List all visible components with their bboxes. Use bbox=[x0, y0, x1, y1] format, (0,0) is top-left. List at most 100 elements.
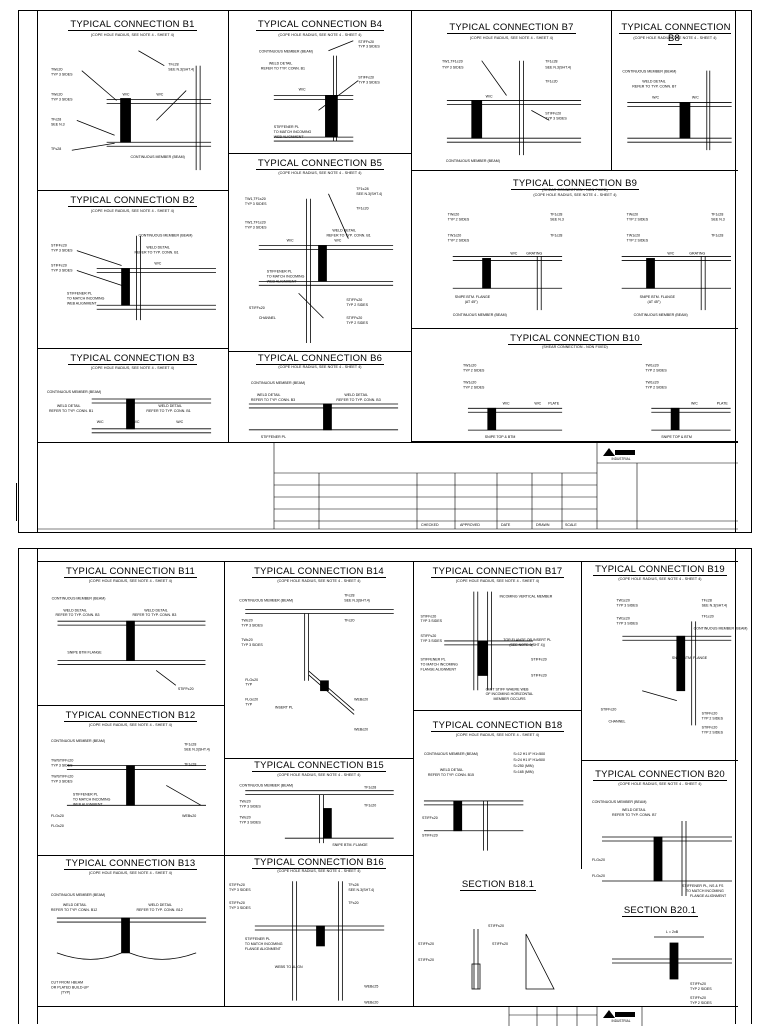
panel-title: TYPICAL CONNECTION B11 bbox=[64, 566, 197, 578]
svg-text:W/C: W/C bbox=[299, 87, 306, 91]
svg-text:S=250 (MIN): S=250 (MIN) bbox=[513, 764, 533, 768]
svg-text:WELD DETAIL: WELD DETAIL bbox=[146, 246, 170, 250]
panel-b11: TYPICAL CONNECTION B11 (COPE HOLE RADIUS… bbox=[37, 561, 225, 706]
svg-text:W/C: W/C bbox=[510, 251, 517, 255]
title-block-approved: APPROVED bbox=[460, 523, 480, 527]
svg-text:TYP 2 SIDES: TYP 2 SIDES bbox=[702, 716, 724, 720]
svg-text:TF1≤28: TF1≤28 bbox=[184, 763, 196, 767]
panel-title: TYPICAL CONNECTION B19 bbox=[593, 564, 727, 576]
panel-title: TYPICAL CONNECTION B4 bbox=[255, 19, 385, 31]
svg-text:WEB ALIGNMENT: WEB ALIGNMENT bbox=[267, 279, 298, 283]
b1-tf-label: TF≤28 bbox=[168, 63, 178, 67]
svg-text:CONTINUOUS MEMBER (BEAM): CONTINUOUS MEMBER (BEAM) bbox=[592, 800, 647, 804]
b4-detail-drawing: CONTINUOUS MEMBER (BEAM) WELD DETAIL REF… bbox=[259, 40, 380, 142]
panel-subtitle: (COPE HOLE RADIUS, SEE NOTE 4 - SHEET 4) bbox=[88, 723, 173, 727]
svg-text:CONTINUOUS MEMBER (BEAM): CONTINUOUS MEMBER (BEAM) bbox=[424, 752, 478, 756]
svg-text:TF≤28: TF≤28 bbox=[348, 883, 358, 887]
svg-text:TYP 3 SIDES: TYP 3 SIDES bbox=[545, 116, 567, 120]
svg-text:W/C: W/C bbox=[652, 95, 659, 99]
svg-text:WELD DETAIL: WELD DETAIL bbox=[63, 903, 87, 907]
svg-text:TF≤28: TF≤28 bbox=[51, 117, 61, 121]
panel-subtitle: (COPE HOLE RADIUS, SEE NOTE 4 - SHEET 4) bbox=[278, 33, 362, 37]
svg-text:TW1≤20: TW1≤20 bbox=[463, 364, 476, 368]
panel-subtitle: (SHEAR CONNECTION - NON FIXED) bbox=[542, 188, 608, 192]
svg-text:TW1≤20: TW1≤20 bbox=[463, 381, 476, 385]
svg-text:CONTINUOUS MEMBER (BEAM): CONTINUOUS MEMBER (BEAM) bbox=[622, 70, 676, 74]
logo-icon bbox=[603, 448, 635, 456]
panel-title: SECTION B18.1 bbox=[459, 879, 537, 891]
svg-text:STIFF≤20: STIFF≤20 bbox=[51, 264, 67, 268]
svg-text:FLG≤20: FLG≤20 bbox=[245, 678, 258, 682]
svg-text:TO MATCH INCOMING: TO MATCH INCOMING bbox=[274, 130, 312, 134]
title-block-date: DATE bbox=[501, 523, 511, 527]
svg-text:WEB≤20: WEB≤20 bbox=[354, 727, 368, 731]
svg-text:TYP 3 SIDES: TYP 3 SIDES bbox=[616, 604, 638, 608]
svg-text:TW≤20: TW≤20 bbox=[241, 638, 252, 642]
svg-text:TO MATCH INCOMING: TO MATCH INCOMING bbox=[267, 274, 305, 278]
title-block-grid bbox=[37, 443, 738, 530]
svg-text:WEB≤25: WEB≤25 bbox=[364, 985, 378, 989]
svg-text:REFER TO TYP. CONN. B3: REFER TO TYP. CONN. B3 bbox=[251, 398, 295, 402]
svg-text:STIFFENER PL: STIFFENER PL bbox=[274, 125, 299, 129]
b1-continuous-label: CONTINUOUS MEMBER (BEAM) bbox=[131, 155, 185, 159]
panel-b3: TYPICAL CONNECTION B3 (COPE HOLE RADIUS,… bbox=[37, 349, 229, 442]
panel-subtitle: (COPE HOLE RADIUS, SEE NOTE 4 - SHEET 4) bbox=[90, 209, 175, 213]
panel-title: TYPICAL CONNECTION B8 bbox=[619, 22, 731, 45]
section-b18-1-drawing: STIFF≤20 STIFF≤20 STIFF≤20 STIFF≤20 bbox=[418, 924, 555, 990]
svg-text:FLANGE ALIGNMENT: FLANGE ALIGNMENT bbox=[245, 947, 282, 951]
b1-tw-label: TW≤20 bbox=[51, 68, 63, 72]
panel-b1: TYPICAL CONNECTION B1 (COPE HOLE RADIUS,… bbox=[37, 11, 229, 191]
svg-text:STIFFENER PL: STIFFENER PL bbox=[267, 269, 292, 273]
panel-section-b18-1: SECTION B18.1 STIFF≤20 STIFF≤20 STIFF≤20… bbox=[414, 869, 582, 1006]
svg-text:TW≤20: TW≤20 bbox=[241, 618, 252, 622]
svg-text:WEB ALIGNMENT: WEB ALIGNMENT bbox=[274, 135, 305, 139]
svg-text:WEB≤20: WEB≤20 bbox=[364, 1001, 378, 1005]
svg-text:TYP 2 SIDES: TYP 2 SIDES bbox=[690, 1001, 712, 1005]
svg-text:TW1,TF1≤20: TW1,TF1≤20 bbox=[245, 221, 266, 225]
panel-title: TYPICAL CONNECTION B1 bbox=[68, 19, 197, 31]
panel-subtitle: (COPE HOLE RADIUS, SEE NOTE 4 - SHEET 4) bbox=[88, 579, 173, 583]
panel-title: TYPICAL CONNECTION B15 bbox=[252, 760, 386, 772]
svg-text:PLATE: PLATE bbox=[717, 401, 729, 405]
panel-section-b20-1: SECTION B20.1 L = 2xB STIFF≤20 TYP 2 SID… bbox=[582, 901, 738, 1006]
svg-text:TF≤28: TF≤28 bbox=[344, 594, 354, 598]
svg-text:TYP 3 SIDES: TYP 3 SIDES bbox=[245, 226, 267, 230]
svg-text:REFER TO TYP. CONN. B1: REFER TO TYP. CONN. B1 bbox=[261, 67, 305, 71]
title-block-scale: SCALE bbox=[565, 523, 577, 527]
svg-text:STIFF≤20: STIFF≤20 bbox=[418, 942, 434, 946]
svg-text:REFER TO TYP. CONN. B12: REFER TO TYP. CONN. B12 bbox=[136, 908, 182, 912]
svg-text:CONTINUOUS MEMBER (BEAM): CONTINUOUS MEMBER (BEAM) bbox=[138, 234, 192, 238]
svg-text:TF≤20: TF≤20 bbox=[344, 618, 354, 622]
svg-text:W/C: W/C bbox=[97, 420, 104, 424]
panel-b2: TYPICAL CONNECTION B2 (COPE HOLE RADIUS,… bbox=[37, 191, 229, 349]
panel-b19: TYPICAL CONNECTION B19 (COPE HOLE RADIUS… bbox=[582, 561, 747, 761]
svg-text:REFER TO TYP. CONN. B1: REFER TO TYP. CONN. B1 bbox=[49, 409, 93, 413]
svg-text:STIFF≤20: STIFF≤20 bbox=[178, 687, 194, 691]
svg-text:CUT FROM I-BEAM: CUT FROM I-BEAM bbox=[51, 981, 83, 985]
svg-text:S=24 H1 IF H1≥500: S=24 H1 IF H1≥500 bbox=[513, 758, 545, 762]
svg-text:FLANGE ALIGNMENT: FLANGE ALIGNMENT bbox=[421, 668, 458, 672]
svg-text:STIFF≤20: STIFF≤20 bbox=[531, 673, 547, 677]
panel-b15: TYPICAL CONNECTION B15 (COPE HOLE RADIUS… bbox=[225, 759, 414, 856]
svg-text:FLG≤20: FLG≤20 bbox=[592, 858, 605, 862]
svg-text:TYP 2 SIDES: TYP 2 SIDES bbox=[448, 239, 470, 243]
svg-text:STIFFENER PL: STIFFENER PL bbox=[421, 658, 446, 662]
b9-grating-label: GRATING bbox=[526, 251, 542, 255]
svg-text:W/C: W/C bbox=[691, 401, 698, 405]
svg-text:STIFF≤20: STIFF≤20 bbox=[418, 958, 434, 962]
panel-subtitle: (COPE HOLE RADIUS, SEE NOTE 4 - SHEET 4) bbox=[90, 33, 175, 37]
svg-text:WELD DETAIL: WELD DETAIL bbox=[148, 903, 172, 907]
svg-text:STIFF≤20: STIFF≤20 bbox=[51, 244, 67, 248]
svg-text:TYP 2 SIDES: TYP 2 SIDES bbox=[448, 218, 470, 222]
svg-text:REFER TO TYP. CONN. B15: REFER TO TYP. CONN. B15 bbox=[428, 773, 474, 777]
b1-detail-drawing: TF≤28 SEE N.3(SHT.4) TW≤20 TYP 3 SIDES T… bbox=[51, 50, 212, 171]
svg-text:REFER TO TYP. CONN. B3: REFER TO TYP. CONN. B3 bbox=[336, 398, 380, 402]
panel-title: TYPICAL CONNECTION B12 bbox=[63, 710, 198, 722]
svg-text:TYP 3 SIDES: TYP 3 SIDES bbox=[421, 619, 443, 623]
svg-text:TYP 2 SIDES: TYP 2 SIDES bbox=[690, 987, 712, 991]
svg-text:TF1≤28: TF1≤28 bbox=[711, 234, 723, 238]
logo-text: INDUSTRIAL bbox=[611, 457, 631, 461]
svg-text:INCOMING VERTICAL MEMBER: INCOMING VERTICAL MEMBER bbox=[499, 595, 552, 599]
svg-text:SEE N.3(SHT.4): SEE N.3(SHT.4) bbox=[356, 192, 382, 196]
svg-text:TYP 3 SIDES: TYP 3 SIDES bbox=[51, 779, 73, 783]
